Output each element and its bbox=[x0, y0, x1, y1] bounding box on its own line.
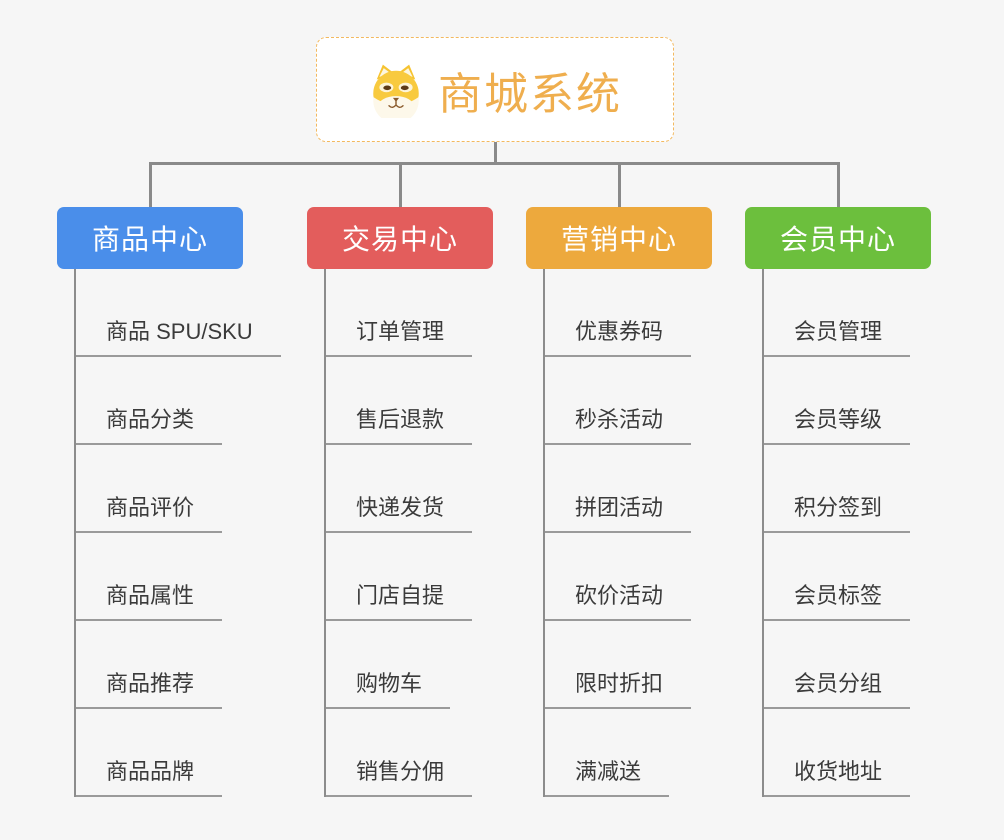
child-node[interactable]: 会员分组 bbox=[762, 621, 911, 709]
child-node[interactable]: 商品评价 bbox=[74, 445, 223, 533]
branch-drop-connector-3 bbox=[836, 162, 840, 207]
child-node[interactable]: 商品推荐 bbox=[74, 621, 223, 709]
branch-trunk-connector bbox=[762, 269, 764, 797]
child-node[interactable]: 商品品牌 bbox=[74, 709, 223, 797]
child-node[interactable]: 快递发货 bbox=[324, 445, 473, 533]
dog-face-icon bbox=[368, 62, 424, 118]
branch-drop-connector-0 bbox=[148, 162, 152, 207]
branch-header-3[interactable]: 会员中心 bbox=[745, 207, 931, 269]
root-node[interactable]: 商城系统 bbox=[316, 37, 674, 142]
child-node[interactable]: 积分签到 bbox=[762, 445, 911, 533]
child-node[interactable]: 拼团活动 bbox=[543, 445, 692, 533]
branch-trunk-connector bbox=[324, 269, 326, 797]
root-trunk-connector bbox=[493, 142, 497, 165]
branch-children-3: 会员管理会员等级积分签到会员标签会员分组收货地址 bbox=[762, 269, 931, 797]
branch-trunk-connector bbox=[543, 269, 545, 797]
branch-header-1[interactable]: 交易中心 bbox=[307, 207, 493, 269]
branch-drop-connector-1 bbox=[398, 162, 402, 207]
branch-header-0[interactable]: 商品中心 bbox=[57, 207, 243, 269]
child-node[interactable]: 砍价活动 bbox=[543, 533, 692, 621]
child-node[interactable]: 订单管理 bbox=[324, 269, 473, 357]
root-title: 商城系统 bbox=[438, 69, 622, 119]
child-node[interactable]: 会员等级 bbox=[762, 357, 911, 445]
branch-column-3: 会员中心会员管理会员等级积分签到会员标签会员分组收货地址 bbox=[745, 207, 931, 797]
branch-children-1: 订单管理售后退款快递发货门店自提购物车销售分佣 bbox=[324, 269, 493, 797]
branch-drop-connector-2 bbox=[617, 162, 621, 207]
child-node[interactable]: 购物车 bbox=[324, 621, 451, 709]
child-node[interactable]: 商品属性 bbox=[74, 533, 223, 621]
branch-trunk-connector bbox=[74, 269, 76, 797]
child-node[interactable]: 商品 SPU/SKU bbox=[74, 269, 281, 357]
branch-column-1: 交易中心订单管理售后退款快递发货门店自提购物车销售分佣 bbox=[307, 207, 493, 797]
branch-column-2: 营销中心优惠券码秒杀活动拼团活动砍价活动限时折扣满减送 bbox=[526, 207, 712, 797]
child-node[interactable]: 会员标签 bbox=[762, 533, 911, 621]
branch-bus-connector bbox=[148, 162, 840, 165]
branch-header-2[interactable]: 营销中心 bbox=[526, 207, 712, 269]
child-node[interactable]: 会员管理 bbox=[762, 269, 911, 357]
child-node[interactable]: 收货地址 bbox=[762, 709, 911, 797]
child-node[interactable]: 商品分类 bbox=[74, 357, 223, 445]
branch-children-2: 优惠券码秒杀活动拼团活动砍价活动限时折扣满减送 bbox=[543, 269, 712, 797]
child-node[interactable]: 门店自提 bbox=[324, 533, 473, 621]
child-node[interactable]: 优惠券码 bbox=[543, 269, 692, 357]
child-node[interactable]: 满减送 bbox=[543, 709, 670, 797]
child-node[interactable]: 限时折扣 bbox=[543, 621, 692, 709]
child-node[interactable]: 秒杀活动 bbox=[543, 357, 692, 445]
child-node[interactable]: 销售分佣 bbox=[324, 709, 473, 797]
child-node[interactable]: 售后退款 bbox=[324, 357, 473, 445]
